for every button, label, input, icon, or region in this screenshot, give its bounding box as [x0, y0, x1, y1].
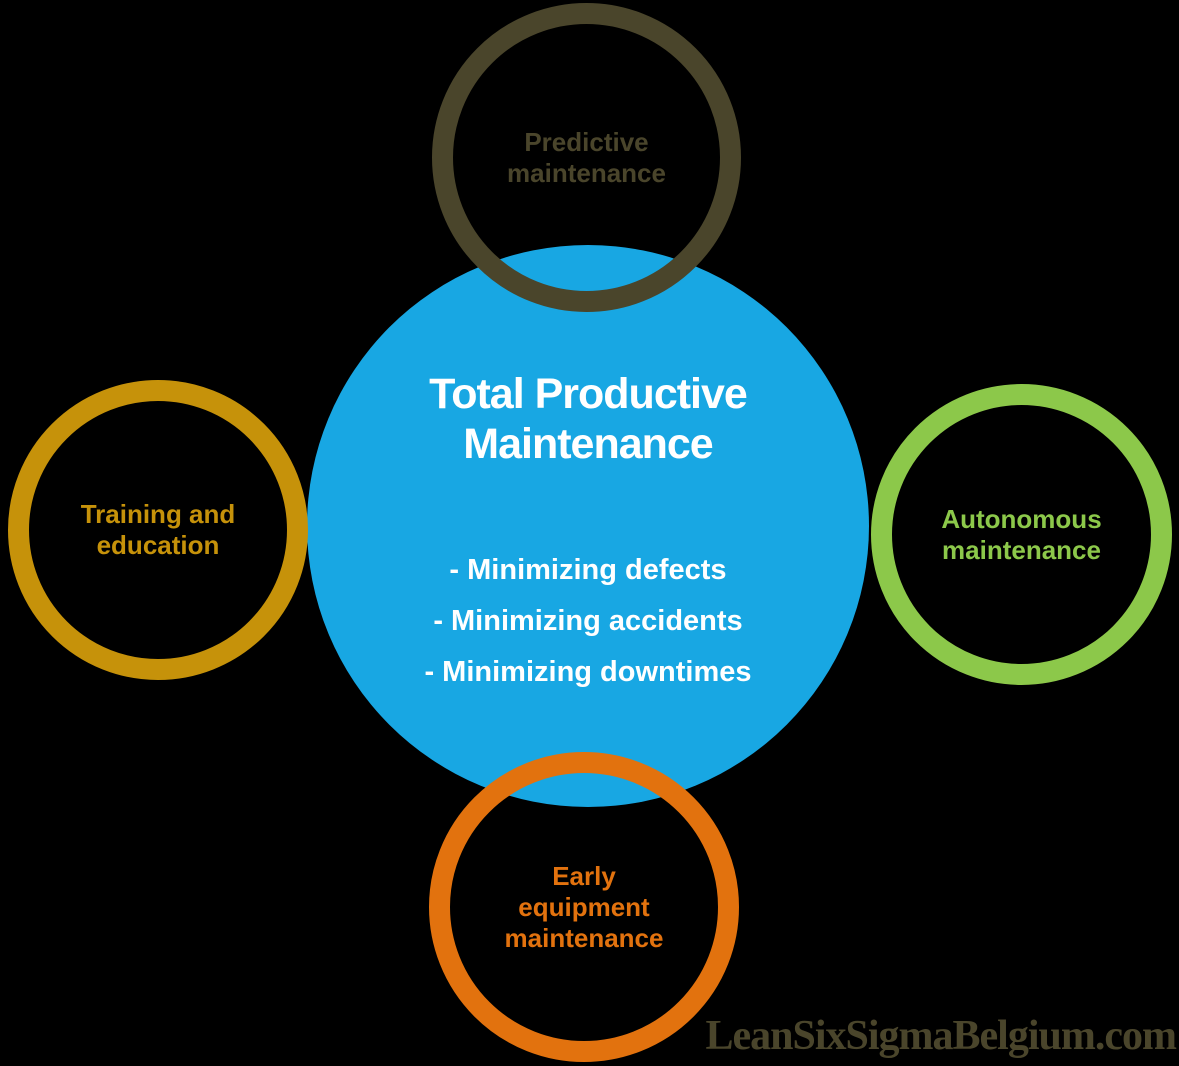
bullet-minimizing-downtimes: - Minimizing downtimes — [424, 656, 752, 688]
label-predictive-maintenance: Predictive maintenance — [432, 3, 741, 312]
label-line: equipment — [518, 891, 650, 922]
label-line: education — [96, 530, 220, 560]
center-circle: Total Productive Maintenance - Minimizin… — [307, 245, 869, 807]
label-training-and-education: Training and education — [8, 380, 308, 680]
label-autonomous-maintenance: Autonomous maintenance — [871, 384, 1172, 685]
center-title-line-2: Maintenance — [463, 420, 713, 468]
label-early-equipment-maintenance: Early equipment maintenance — [429, 752, 739, 1062]
center-bullet-list: - Minimizing defects - Minimizing accide… — [287, 545, 889, 698]
label-line: Predictive — [524, 126, 649, 157]
center-title: Total Productive Maintenance — [307, 369, 869, 469]
label-line: Training and — [80, 499, 236, 529]
center-title-line-1: Total Productive — [429, 370, 748, 418]
label-line: maintenance — [504, 922, 664, 953]
bullet-minimizing-defects: - Minimizing defects — [449, 554, 727, 586]
label-line: maintenance — [942, 534, 1101, 565]
label-line: Autonomous — [941, 503, 1102, 534]
label-line: maintenance — [507, 157, 666, 188]
watermark-leansixsigmabelgium: LeanSixSigmaBelgium.com — [705, 1013, 1177, 1059]
bullet-minimizing-accidents: - Minimizing accidents — [433, 605, 743, 637]
label-line: Early — [552, 860, 616, 891]
